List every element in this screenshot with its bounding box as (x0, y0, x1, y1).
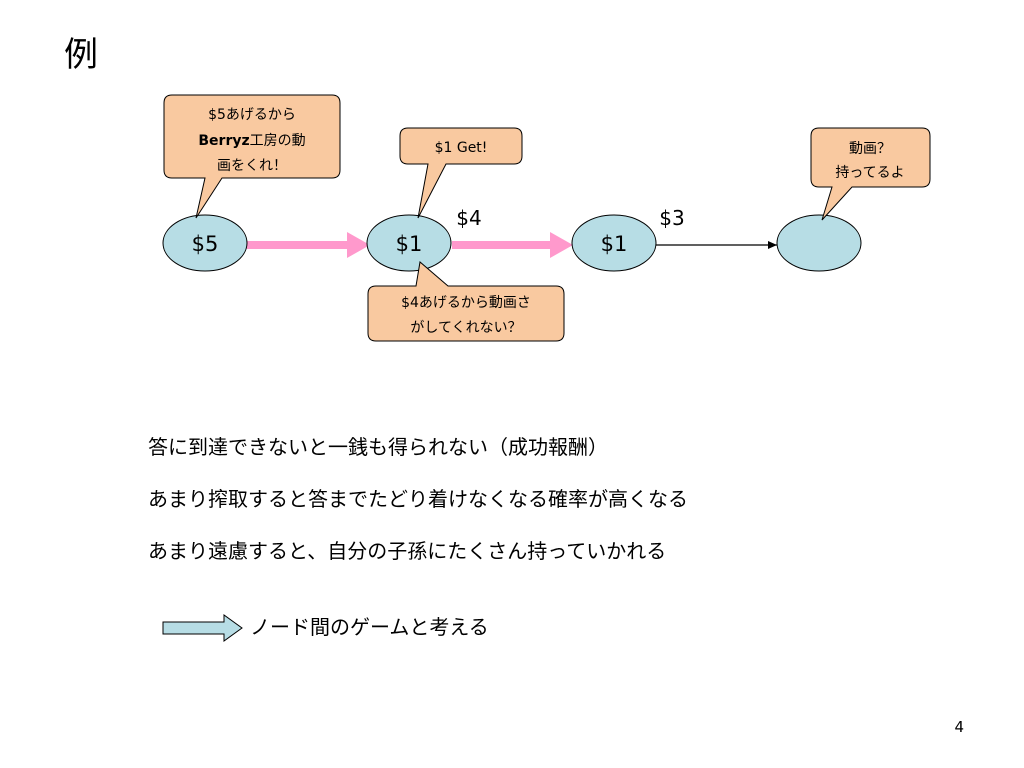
bullet-2: あまり搾取すると答までたどり着けなくなる確率が高くなる (148, 487, 688, 511)
page-number: 4 (954, 718, 964, 736)
node-2: $1 (366, 214, 452, 272)
node-1: $5 (162, 214, 248, 272)
callout-have-video-line-1: 動画？ (849, 141, 891, 157)
callout-ask-line-1: $4あげるから動画さ (401, 295, 531, 311)
node-1-label: $5 (192, 232, 219, 256)
callout-request-video: $5あげるから Berryz工房の動 画をくれ！ (163, 94, 341, 219)
diagram: $5 $1 $1 $4 $3 $5あげるから Berryz工房の動 画をくれ！ … (162, 94, 931, 342)
callout-request-line-1: $5あげるから (208, 107, 296, 123)
node-3-label: $1 (601, 232, 628, 256)
bullet-3: あまり遠慮すると、自分の子孫にたくさん持っていかれる (148, 539, 667, 563)
callout-have-video-line-2: 持ってるよ (835, 165, 904, 181)
bullet-1: 答に到達できないと一銭も得られない（成功報酬） (148, 435, 608, 459)
callout-get-line-1: $1 Get! (435, 140, 488, 156)
node-2-label: $1 (396, 232, 423, 256)
callout-get: $1 Get! (399, 127, 523, 219)
callout-request-line-3: 画をくれ！ (217, 158, 287, 174)
node-4 (776, 214, 862, 272)
edge-label-1: $4 (456, 206, 481, 230)
right-block-arrow-icon (162, 614, 243, 642)
conclusion-text: ノード間のゲームと考える (250, 615, 489, 639)
slide-title: 例 (64, 35, 98, 75)
thick-arrow-1 (247, 232, 370, 258)
callout-ask-search: $4あげるから動画さ がしてくれない？ (367, 261, 565, 342)
edge-label-2: $3 (659, 206, 684, 230)
callout-ask-line-2: がしてくれない？ (410, 320, 521, 336)
callout-request-line-2: Berryz工房の動 (198, 133, 305, 149)
node-3: $1 (571, 214, 657, 272)
callout-have-video: 動画？ 持ってるよ (810, 127, 931, 221)
thick-arrow-2 (452, 232, 573, 258)
